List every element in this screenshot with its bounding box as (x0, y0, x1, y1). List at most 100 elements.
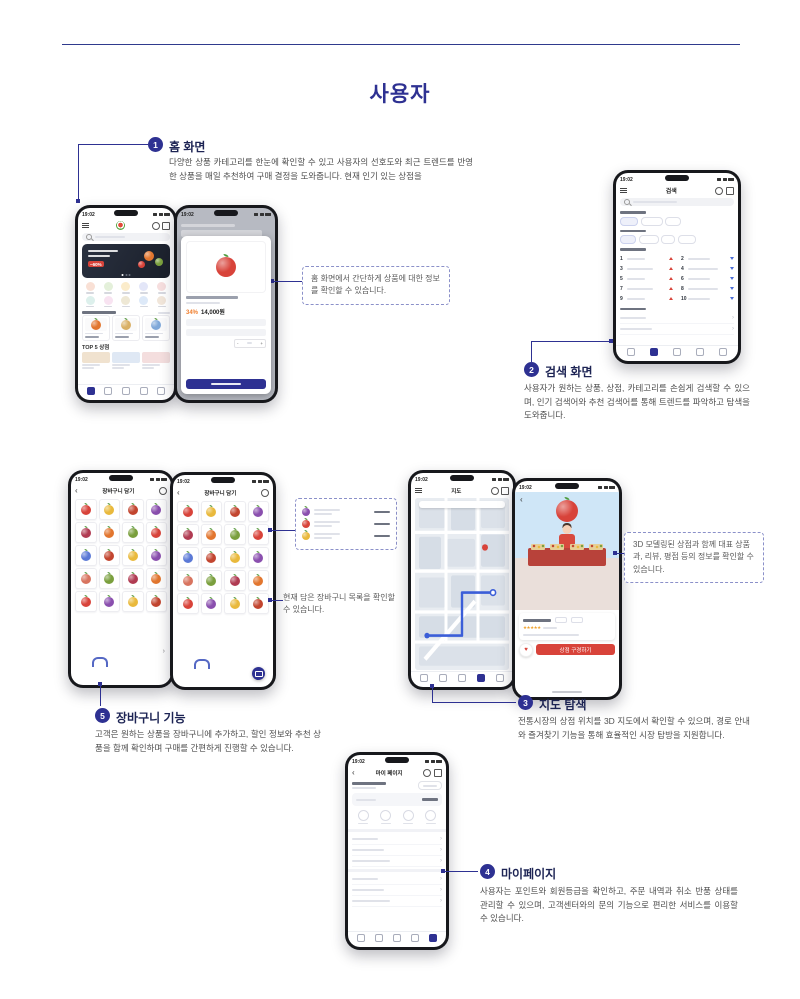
product-card[interactable] (224, 547, 246, 568)
profile-icon[interactable] (718, 348, 727, 356)
category-item[interactable] (118, 295, 135, 307)
keyword-chip[interactable] (620, 216, 638, 226)
product-card[interactable] (247, 547, 269, 568)
product-card[interactable] (122, 591, 144, 612)
product-card[interactable] (177, 570, 199, 591)
scan-icon[interactable] (121, 387, 130, 395)
profile-icon[interactable] (429, 934, 437, 942)
map-pin-icon[interactable] (411, 934, 419, 942)
product-card[interactable] (200, 524, 222, 545)
bell-icon[interactable] (151, 221, 160, 230)
ranked-keyword[interactable]: 5 (620, 274, 673, 284)
product-card[interactable] (145, 568, 167, 589)
ranked-keyword[interactable]: 4 (681, 264, 734, 274)
cart-icon[interactable] (162, 221, 170, 230)
bell-icon[interactable] (159, 486, 167, 495)
scan-icon[interactable] (457, 674, 466, 682)
product-card[interactable] (177, 524, 199, 545)
ranked-keyword[interactable]: 9 (620, 294, 673, 304)
product-card[interactable] (177, 501, 199, 522)
menu-row[interactable]: › (620, 324, 734, 335)
back-icon[interactable]: ‹ (75, 485, 78, 495)
product-card[interactable] (224, 524, 246, 545)
back-icon[interactable]: ‹ (352, 767, 355, 777)
option-select[interactable] (186, 328, 266, 336)
keyword-chip[interactable] (640, 216, 663, 226)
product-card[interactable] (122, 499, 144, 520)
promo-banner[interactable]: ~60% (82, 244, 170, 278)
product-card[interactable] (122, 522, 144, 543)
option-select[interactable] (186, 318, 266, 326)
profile-icon[interactable] (495, 674, 504, 682)
category-item[interactable] (100, 282, 117, 294)
scan-icon[interactable] (672, 348, 681, 356)
cart-icon[interactable] (725, 186, 734, 195)
store-info-card[interactable]: ★★★★★ (519, 613, 615, 640)
visit-store-button[interactable]: 상점 구경하기 (536, 644, 615, 655)
menu-row[interactable]: › (352, 856, 442, 867)
map-pin-icon[interactable] (476, 674, 485, 682)
product-card[interactable] (200, 593, 222, 614)
search-input[interactable] (82, 233, 170, 241)
product-card[interactable] (98, 591, 120, 612)
shop-card[interactable] (82, 351, 110, 369)
edit-profile-button[interactable] (418, 781, 442, 790)
product-card[interactable] (112, 315, 140, 341)
menu-row[interactable]: › (620, 313, 734, 324)
quick-menu-item[interactable] (402, 810, 414, 824)
ranked-keyword[interactable]: 6 (681, 274, 734, 284)
category-item[interactable] (100, 295, 117, 307)
category-item[interactable] (153, 282, 170, 294)
quick-menu-item[interactable] (425, 810, 437, 824)
menu-icon[interactable] (620, 187, 627, 195)
map-pin-icon[interactable] (695, 348, 704, 356)
product-card[interactable] (224, 570, 246, 591)
home-icon[interactable] (627, 348, 636, 356)
ranked-keyword[interactable]: 1 (620, 254, 673, 264)
cart-icon[interactable] (501, 486, 509, 495)
search-icon[interactable] (104, 387, 113, 395)
product-card[interactable] (98, 499, 120, 520)
keyword-chip[interactable] (661, 235, 675, 244)
product-card[interactable] (75, 545, 97, 566)
keyword-chip[interactable] (665, 216, 681, 226)
keyword-chip[interactable] (677, 235, 696, 244)
product-card[interactable] (98, 568, 120, 589)
quick-menu-item[interactable] (380, 810, 392, 824)
category-item[interactable] (135, 282, 152, 294)
favorite-button[interactable]: ♥ (519, 642, 533, 657)
product-card[interactable] (98, 545, 120, 566)
category-item[interactable] (118, 282, 135, 294)
add-to-cart-button[interactable] (186, 379, 266, 389)
ranked-keyword[interactable]: 2 (681, 254, 734, 264)
product-card[interactable] (200, 570, 222, 591)
map-view[interactable] (415, 498, 509, 670)
product-card[interactable] (224, 501, 246, 522)
profile-icon[interactable] (157, 387, 166, 395)
shop-card[interactable] (142, 351, 170, 369)
quantity-stepper[interactable]: -+ (234, 338, 266, 348)
menu-row[interactable]: › (352, 896, 442, 907)
points-panel[interactable] (352, 793, 442, 806)
category-item[interactable] (153, 295, 170, 307)
back-icon[interactable]: ‹ (177, 487, 180, 497)
product-card[interactable] (247, 570, 269, 591)
category-item[interactable] (135, 295, 152, 307)
keyword-chip[interactable] (638, 235, 659, 244)
product-card[interactable] (177, 547, 199, 568)
quick-menu-item[interactable] (357, 810, 369, 824)
product-card[interactable] (122, 568, 144, 589)
map-pin-icon[interactable] (139, 387, 148, 395)
shop-card[interactable] (112, 351, 140, 369)
back-icon[interactable]: ‹ (520, 495, 523, 504)
bell-icon[interactable] (261, 488, 269, 497)
product-card[interactable] (177, 593, 199, 614)
menu-icon[interactable] (82, 222, 89, 230)
category-item[interactable] (82, 282, 99, 294)
product-card[interactable] (145, 591, 167, 612)
next-arrow-icon[interactable]: › (162, 648, 165, 655)
product-card[interactable] (75, 568, 97, 589)
search-icon[interactable] (439, 674, 448, 682)
product-card[interactable] (145, 522, 167, 543)
ranked-keyword[interactable]: 8 (681, 284, 734, 294)
